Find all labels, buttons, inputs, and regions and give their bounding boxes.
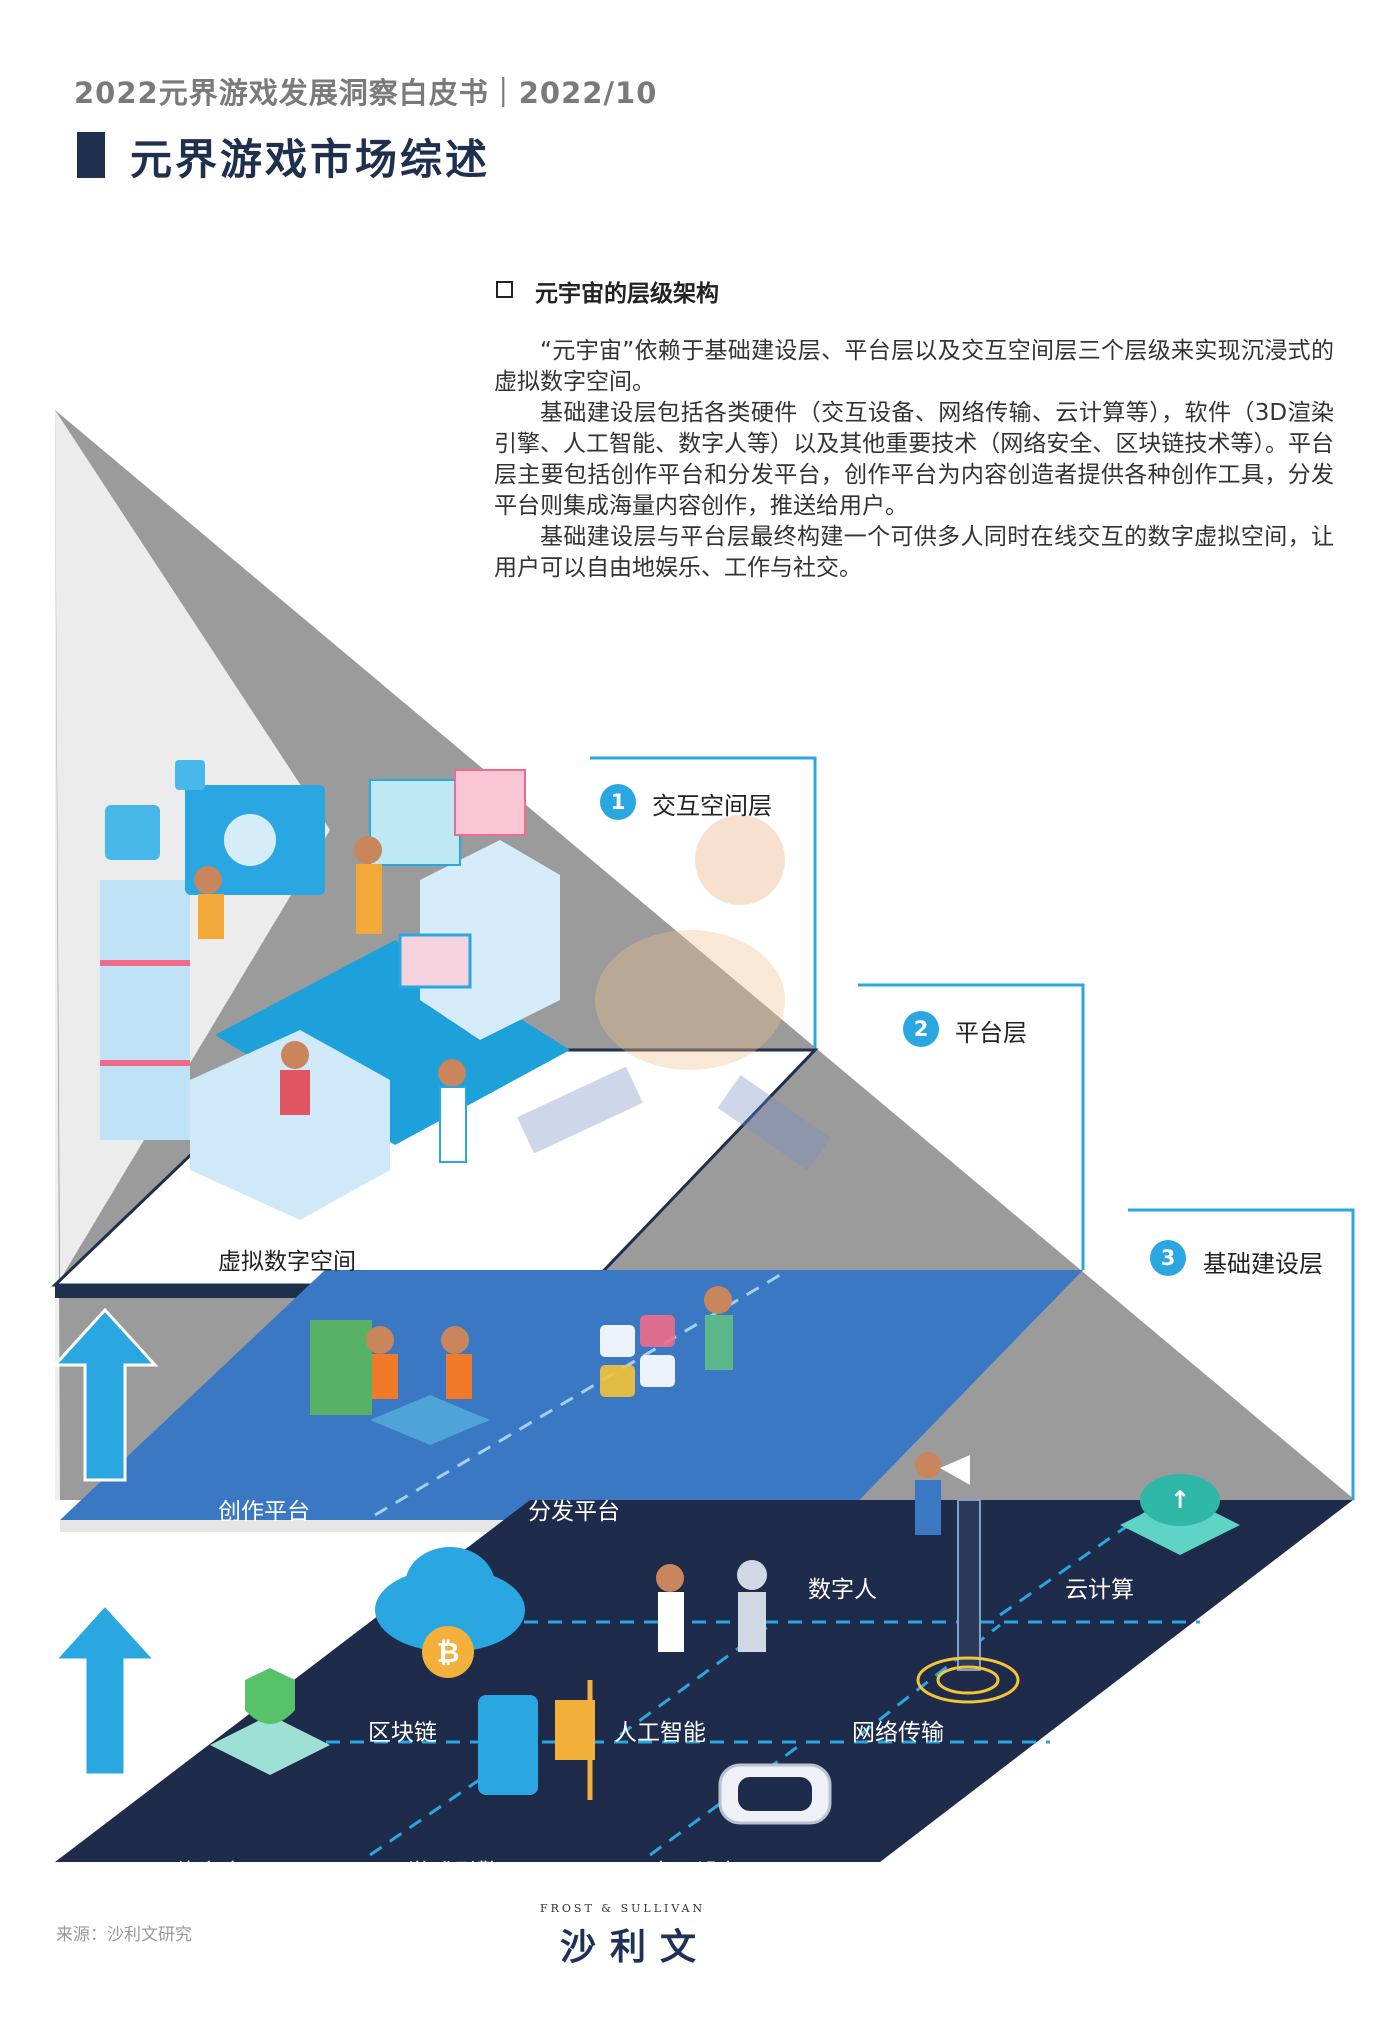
runner-silhouette bbox=[517, 815, 831, 1171]
intro-paragraph-3: 基础建设层与平台层最终构建一个可供多人同时在线交互的数字虚拟空间，让用户可以自由… bbox=[494, 524, 1334, 581]
layer-3-label: 基础建设层 bbox=[1203, 1250, 1323, 1278]
server-stack-left bbox=[100, 880, 190, 1140]
app-tile bbox=[640, 1315, 675, 1347]
bottom-col-divider bbox=[649, 1743, 801, 1857]
svg-text:↑: ↑ bbox=[1170, 1486, 1190, 1514]
person-head bbox=[281, 1041, 309, 1069]
layer3-bracket bbox=[1128, 1208, 1355, 1500]
cloud-upload-icon: ↑ bbox=[1120, 1474, 1240, 1555]
intro-paragraph-2: 基础建设层包括各类硬件（交互设备、网络传输、云计算等），软件（3D渲染引擎、人工… bbox=[494, 400, 1334, 519]
virtual-space-label: 虚拟数字空间 bbox=[218, 1249, 356, 1275]
cloud-computing-label: 云计算 bbox=[1065, 1577, 1134, 1603]
hologram-screen-3 bbox=[454, 769, 526, 836]
person-body bbox=[372, 1354, 398, 1399]
section-heading: 元宇宙的层级架构 bbox=[535, 281, 719, 307]
intro-text: “元宇宙”依赖于基础建设层、平台层以及交互空间层三个层级来实现沉浸式的虚拟数字空… bbox=[494, 336, 1334, 584]
app-tile bbox=[600, 1325, 635, 1357]
layer-2-number-badge: 2 bbox=[903, 1011, 939, 1047]
blockchain-label: 区块链 bbox=[368, 1720, 437, 1746]
person-head bbox=[704, 1286, 732, 1314]
report-header-line: 2022元界游戏发展洞察白皮书｜2022/10 bbox=[74, 76, 658, 110]
creation-platform-label: 创作平台 bbox=[218, 1499, 310, 1525]
network-transmission-label: 网络传输 bbox=[852, 1720, 944, 1746]
cloud-bitcoin-icon: ₿ bbox=[375, 1547, 525, 1678]
person-head bbox=[438, 1059, 466, 1087]
cube-back bbox=[420, 840, 560, 1040]
handshake-robot-icon bbox=[656, 1560, 767, 1652]
page-title: 元界游戏市场综述 bbox=[130, 135, 491, 184]
person-body bbox=[439, 1086, 467, 1163]
bottom-col-divider bbox=[369, 1743, 531, 1857]
up-arrow-icon bbox=[51, 1307, 159, 1482]
security-shield-icon bbox=[210, 1668, 330, 1775]
app-tile bbox=[600, 1365, 635, 1397]
interaction-device-label: 交互设备 bbox=[650, 1860, 742, 1886]
source-note: 来源：沙利文研究 bbox=[56, 1925, 192, 1945]
sullivan-logo-cn: 沙利文 bbox=[560, 1927, 711, 1968]
layer2-bracket bbox=[858, 983, 1085, 1270]
person-head bbox=[194, 866, 222, 894]
hologram-chart bbox=[224, 814, 276, 866]
build-blocks bbox=[370, 1395, 490, 1445]
floating-tile bbox=[105, 805, 160, 860]
laptop bbox=[398, 933, 472, 989]
person-body bbox=[280, 1070, 310, 1115]
floating-tile bbox=[175, 760, 205, 790]
layer-1-number-badge: 1 bbox=[600, 784, 636, 820]
frost-sullivan-logo-text: FROST & SULLIVAN bbox=[540, 1902, 706, 1915]
person-body bbox=[705, 1315, 733, 1370]
server-stripe bbox=[100, 960, 190, 966]
megaphone-person-icon bbox=[915, 1452, 970, 1535]
workspace-floor bbox=[215, 940, 570, 1145]
app-tile bbox=[640, 1355, 675, 1387]
layer-2-label: 平台层 bbox=[955, 1019, 1027, 1047]
server-stripe bbox=[100, 1060, 190, 1066]
person-head bbox=[441, 1326, 469, 1354]
network-security-label: 网络安全 bbox=[152, 1860, 244, 1886]
vr-headset-icon bbox=[718, 1763, 832, 1825]
digital-human-label: 数字人 bbox=[808, 1577, 877, 1603]
person-body bbox=[198, 894, 224, 939]
cube-front bbox=[190, 1030, 390, 1220]
bottom-plate bbox=[55, 1500, 1353, 1862]
game-engine-label: 游戏引擎 bbox=[408, 1860, 500, 1886]
checkbox-bullet-icon bbox=[496, 281, 513, 298]
layer-3-number-badge: 3 bbox=[1150, 1240, 1186, 1276]
game-engine-phone-icon bbox=[478, 1680, 595, 1800]
creation-canvas bbox=[310, 1320, 372, 1415]
title-accent-bar bbox=[77, 132, 105, 178]
signal-tower-icon bbox=[916, 1499, 1020, 1704]
hologram-screen-2 bbox=[369, 779, 461, 866]
person-body bbox=[356, 864, 382, 934]
up-arrow-icon bbox=[51, 1602, 159, 1777]
person-head bbox=[366, 1326, 394, 1354]
person-head bbox=[354, 836, 382, 864]
distribution-platform-label: 分发平台 bbox=[528, 1499, 620, 1525]
layer-1-label: 交互空间层 bbox=[652, 792, 772, 820]
layer1-bracket bbox=[590, 756, 817, 1050]
ai-label: 人工智能 bbox=[614, 1720, 706, 1746]
person-body bbox=[446, 1354, 472, 1399]
svg-text:₿: ₿ bbox=[437, 1636, 460, 1669]
intro-paragraph-1: “元宇宙”依赖于基础建设层、平台层以及交互空间层三个层级来实现沉浸式的虚拟数字空… bbox=[494, 338, 1334, 395]
